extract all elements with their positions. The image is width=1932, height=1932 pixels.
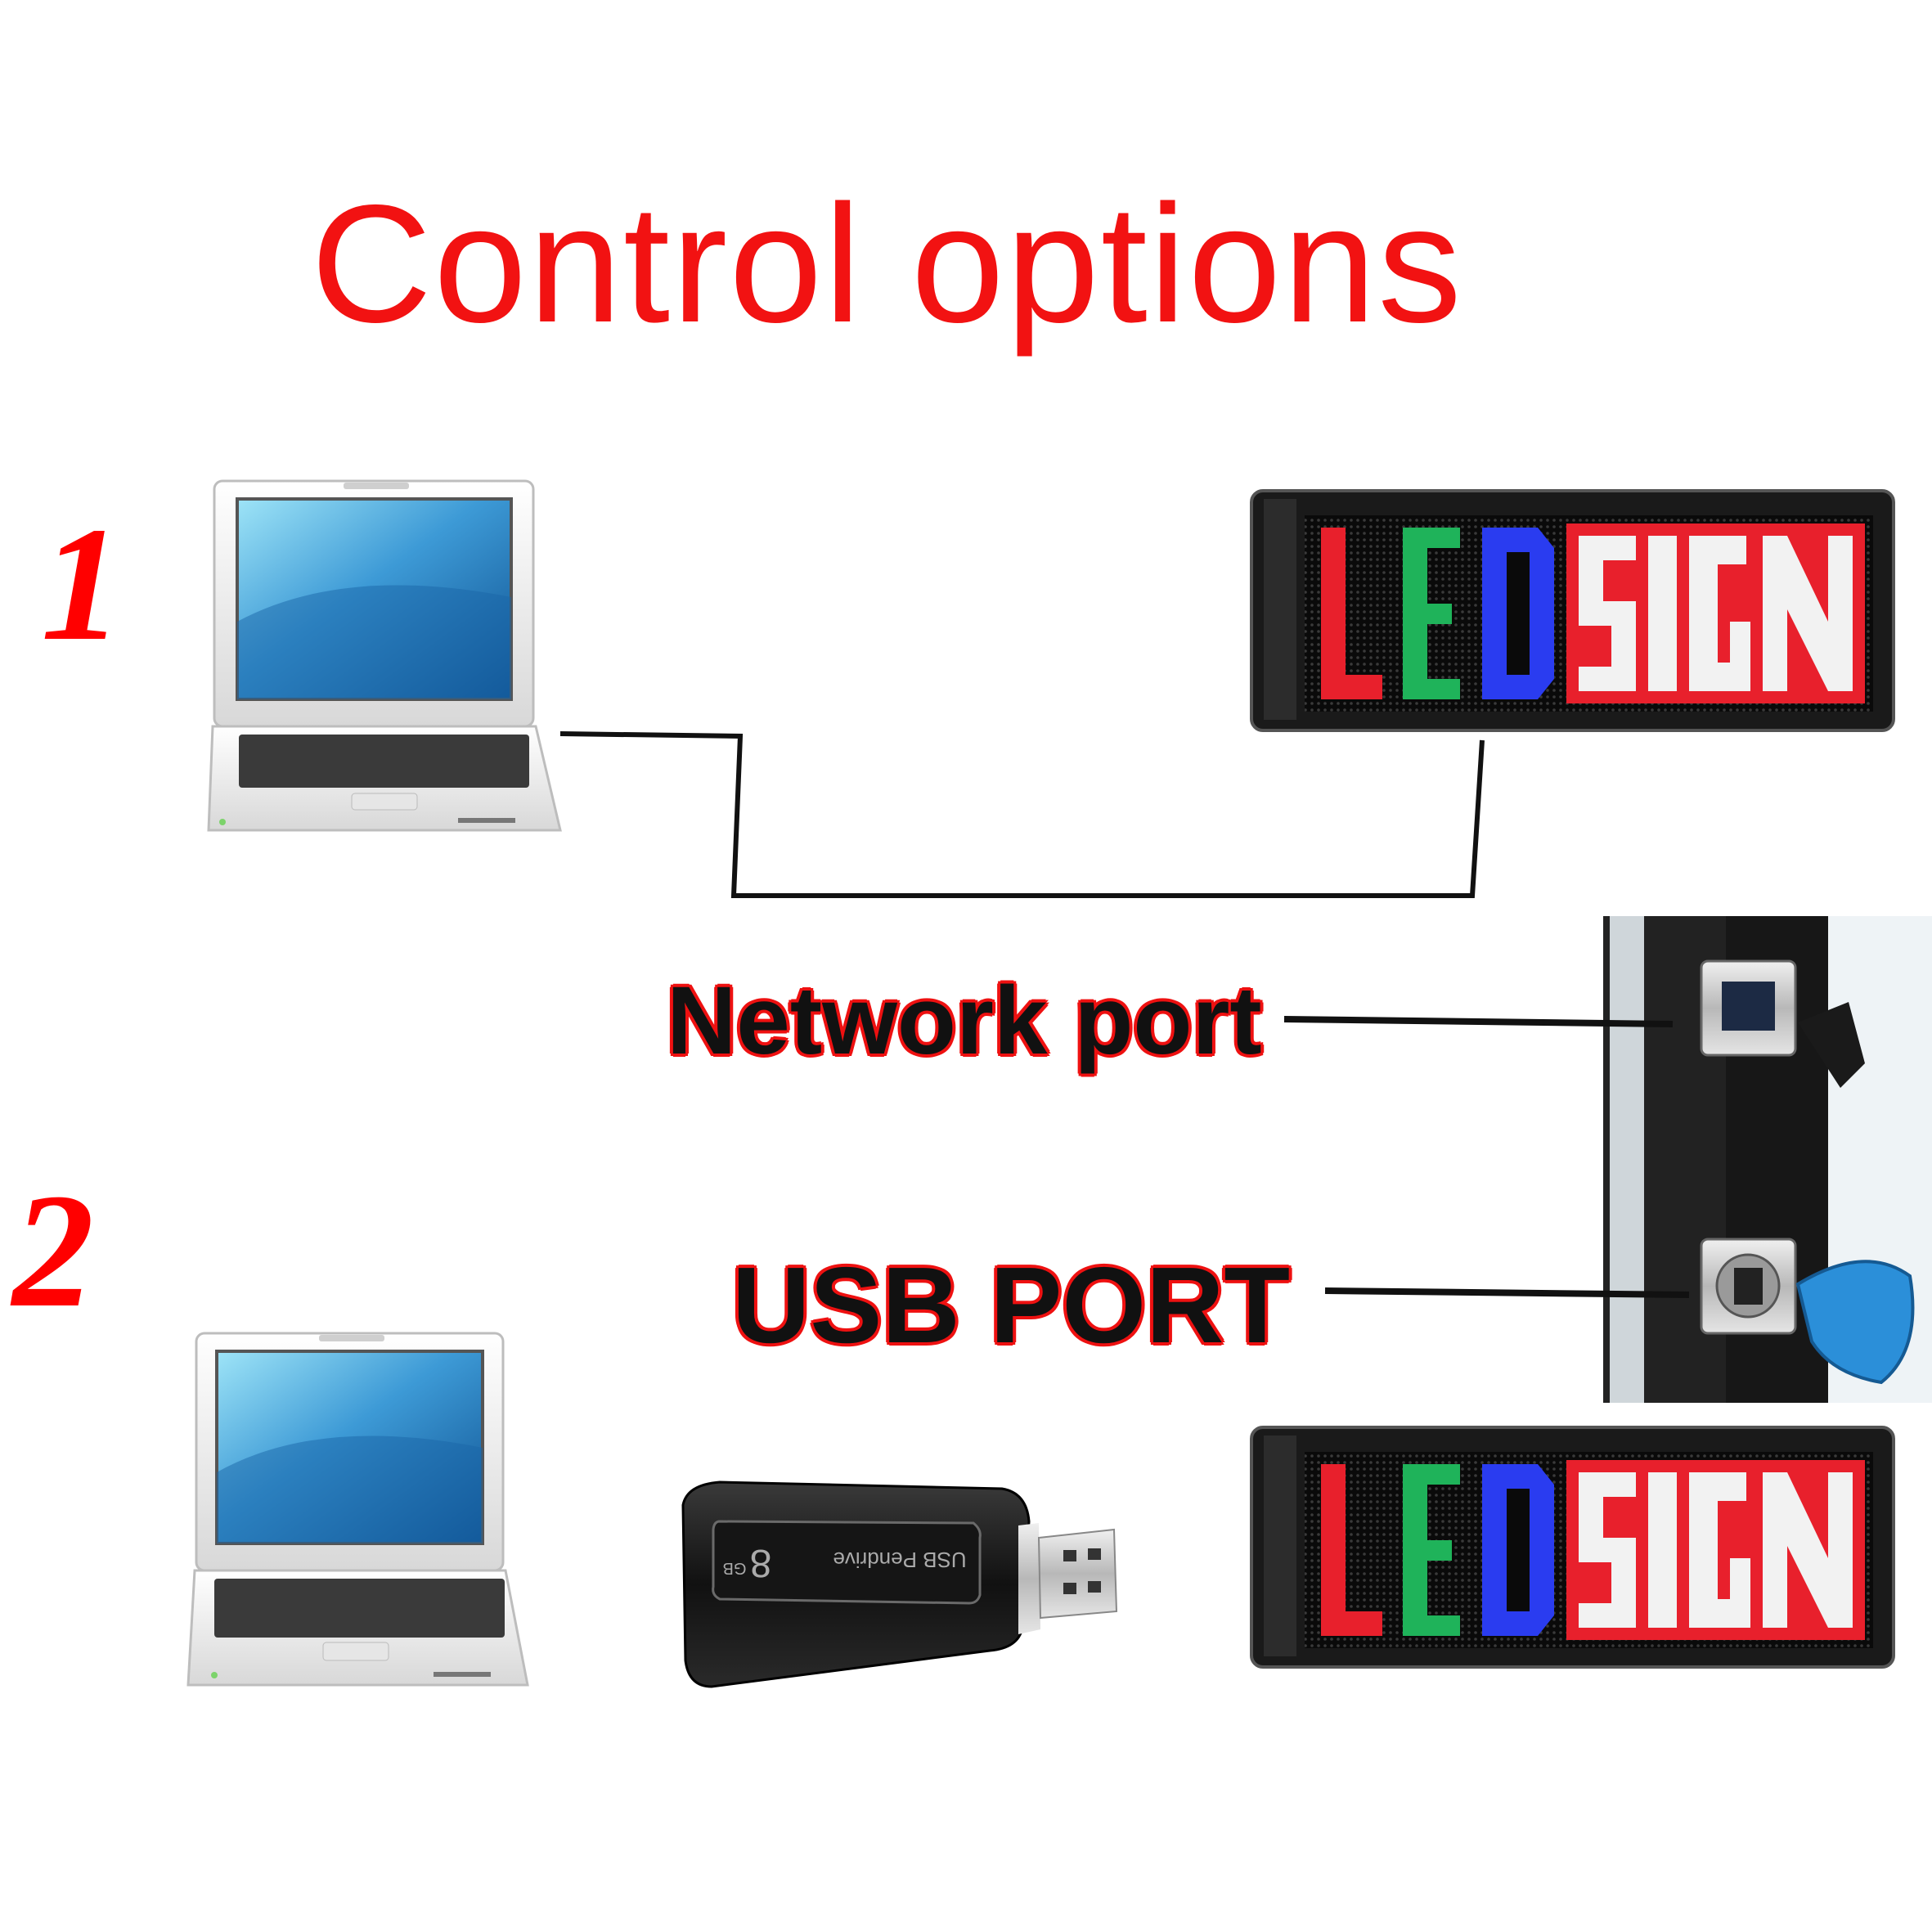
page-title: Control options (311, 170, 1463, 357)
network-port-label: Network port (667, 967, 1262, 1075)
usb-drive-capacity: 8 (750, 1541, 772, 1584)
network-port-leader-line (1283, 1016, 1674, 1027)
usb-drive-unit: GB (723, 1559, 747, 1577)
usb-port-leader-line (1324, 1287, 1690, 1298)
laptop-2 (186, 1332, 529, 1687)
usb-port-label: USB PORT (732, 1245, 1291, 1365)
led-sign-2 (1250, 1426, 1895, 1669)
network-port-icon (1700, 959, 1865, 1088)
usb-flash-drive-icon: USB Pendrive 8 GB (681, 1480, 1118, 1688)
usb-port-icon (1700, 1238, 1915, 1385)
led-sign-1 (1250, 489, 1895, 732)
network-cable (559, 731, 1485, 898)
laptop-1 (207, 479, 562, 832)
option-number-2: 2 (12, 1161, 94, 1341)
option-number-1: 1 (41, 494, 123, 675)
usb-drive-label: USB Pendrive (833, 1548, 966, 1572)
